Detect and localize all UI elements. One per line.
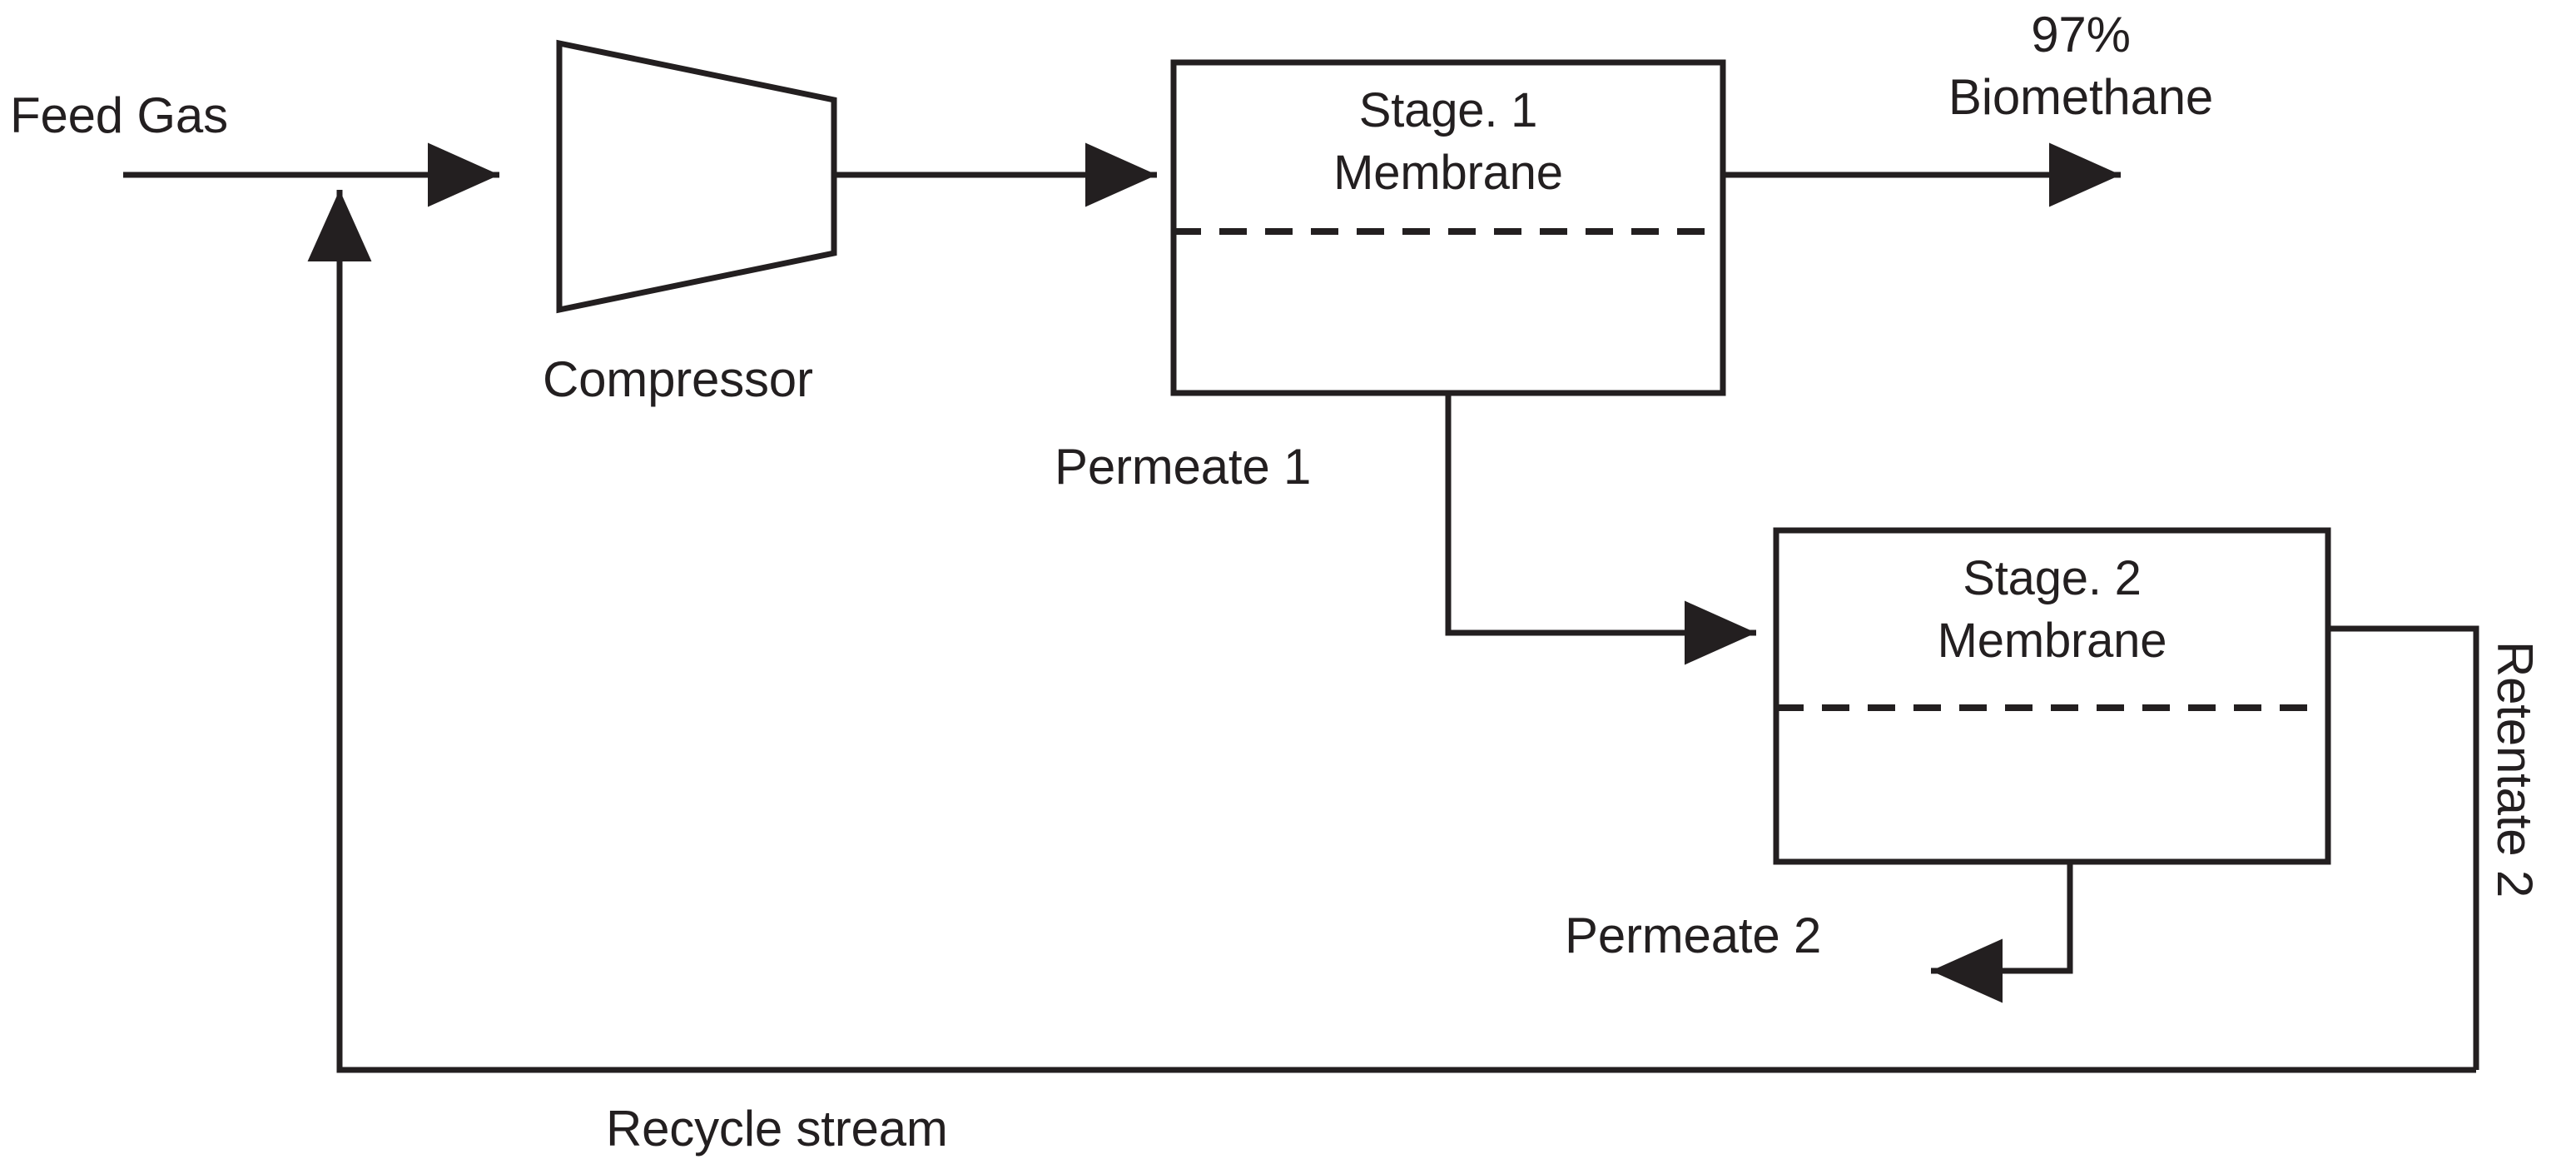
label-compressor: Compressor <box>543 351 813 407</box>
label-stage-2-subtitle: Membrane <box>1937 614 2167 668</box>
label-product-name: Biomethane <box>1948 69 2214 125</box>
stream-permeate-2 <box>1931 862 2073 1003</box>
label-permeate-1: Permeate 1 <box>1055 439 1312 495</box>
unit-stage-1-membrane <box>1170 59 1726 396</box>
stream-recycle <box>307 190 2476 1073</box>
unit-compressor <box>556 39 837 314</box>
unit-stage-2-membrane <box>1773 527 2331 865</box>
label-stage-1-title: Stage. 1 <box>1358 83 1538 137</box>
label-permeate-2: Permeate 2 <box>1565 908 1822 963</box>
label-recycle-stream: Recycle stream <box>606 1101 948 1157</box>
label-retentate-2: Retentate 2 <box>2487 641 2543 898</box>
stream-retentate-2 <box>2328 625 2479 1070</box>
label-stage-2-title: Stage. 2 <box>1963 551 2142 605</box>
label-feed-gas: Feed Gas <box>10 87 228 143</box>
label-product-percent: 97% <box>2031 7 2131 62</box>
stream-permeate-1 <box>1445 393 1756 665</box>
label-stage-1-subtitle: Membrane <box>1333 146 1563 200</box>
